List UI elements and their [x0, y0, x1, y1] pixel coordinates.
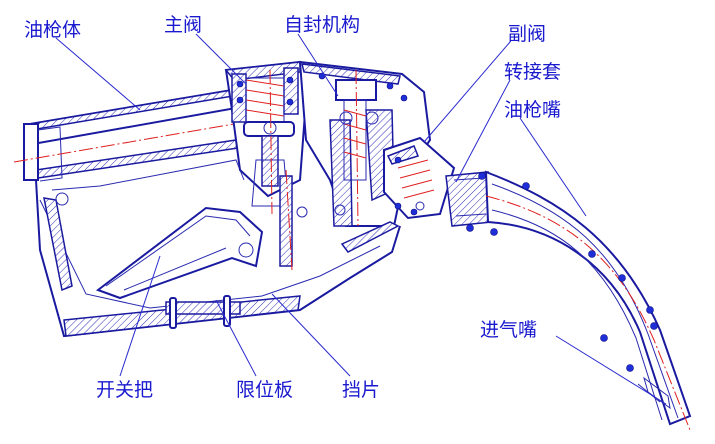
nozzle-spout — [466, 170, 692, 431]
leader-lines — [55, 33, 667, 405]
label-main-valve: 主阀 — [164, 14, 202, 36]
label-limit-plate: 限位板 — [236, 379, 293, 401]
aux-valve — [383, 136, 456, 220]
label-air-inlet: 进气嘴 — [480, 319, 537, 341]
trigger-handle — [95, 169, 346, 300]
main-valve — [224, 60, 308, 215]
label-nozzle-spout: 油枪嘴 — [504, 99, 561, 121]
label-self-seal: 自封机构 — [284, 14, 360, 36]
label-aux-valve: 副阀 — [508, 23, 546, 45]
label-nozzle-body: 油枪体 — [24, 19, 81, 41]
adapter-sleeve — [445, 171, 493, 227]
label-trigger: 开关把 — [96, 379, 153, 401]
guard-plate — [340, 221, 400, 253]
label-adapter-sleeve: 转接套 — [504, 61, 561, 83]
label-guard: 挡片 — [342, 379, 380, 401]
